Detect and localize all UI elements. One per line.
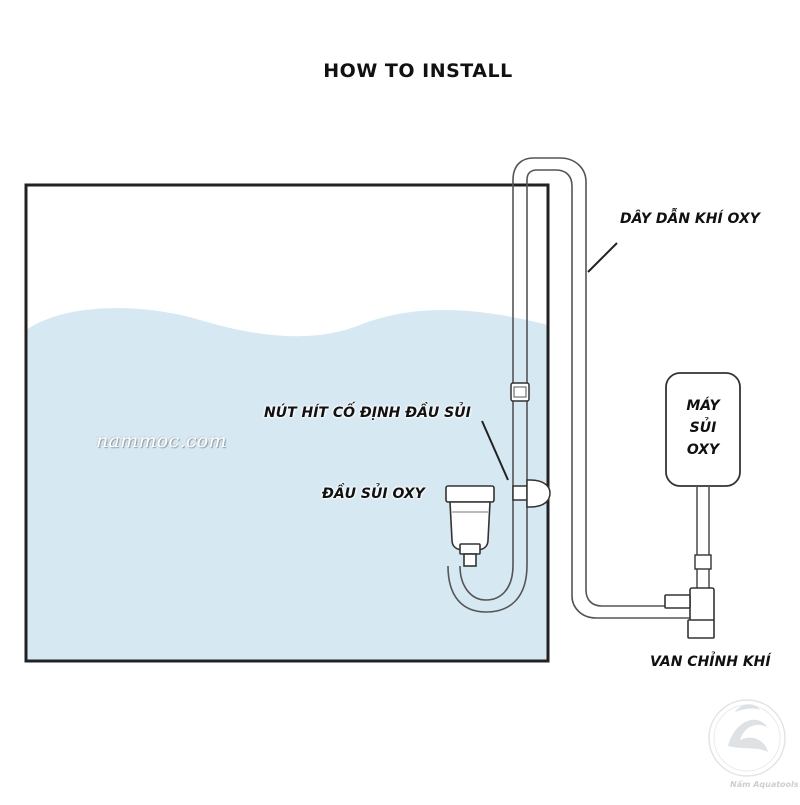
aquarium-tank bbox=[24, 183, 550, 663]
page-title: HOW TO INSTALL bbox=[323, 60, 513, 82]
air-stone bbox=[445, 485, 495, 567]
brand-logo bbox=[708, 699, 786, 777]
brand-logo-text: Nấm Aquatools bbox=[730, 780, 799, 789]
label-air-pump: MÁY SỦI OXY bbox=[666, 395, 740, 461]
pump-tube-joint bbox=[694, 554, 712, 570]
pump-outlet-tube bbox=[696, 486, 710, 590]
label-air-tube: DÂY DẪN KHÍ OXY bbox=[620, 211, 760, 227]
suction-cup bbox=[512, 479, 551, 508]
label-air-pump-line-2: SỦI bbox=[689, 420, 717, 436]
label-air-pump-line-3: OXY bbox=[686, 442, 720, 458]
leader-air-tube bbox=[587, 242, 618, 273]
inside-tube bbox=[447, 157, 690, 619]
aquarium-water bbox=[26, 308, 548, 661]
label-air-pump-line-1: MÁY bbox=[686, 398, 720, 414]
watermark-text: nammoc.com bbox=[96, 430, 227, 452]
air-valve bbox=[664, 587, 715, 639]
leader-suction-cup bbox=[481, 420, 509, 481]
label-air-stone: ĐẦU SỦI OXY bbox=[322, 486, 425, 502]
tube-clip-inner bbox=[513, 386, 527, 398]
label-valve: VAN CHỈNH KHÍ bbox=[650, 654, 771, 670]
air-pump-body bbox=[665, 372, 741, 487]
label-suction-cup: NÚT HÍT CỐ ĐỊNH ĐẦU SỦI bbox=[264, 405, 471, 421]
